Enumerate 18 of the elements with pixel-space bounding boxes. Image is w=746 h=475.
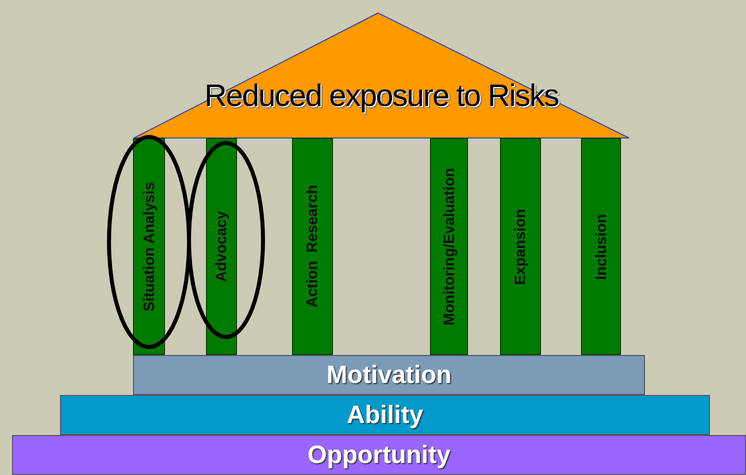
foundation-step [133, 355, 645, 395]
pillar [500, 138, 541, 355]
pillar [430, 138, 468, 355]
pillar-label: Advocacy [213, 211, 230, 282]
step-label: Ability [346, 400, 424, 430]
foundation-step [60, 395, 710, 435]
pillar [292, 138, 333, 355]
foundation-step [12, 435, 746, 475]
pillar [133, 138, 165, 355]
pillar [206, 138, 237, 355]
pillar-label: Expansion [512, 208, 529, 284]
pillar-label: Inclusion [592, 214, 610, 280]
pillar [581, 138, 621, 355]
step-label: Motivation [326, 360, 452, 390]
pillar-label: Monitoring/Evaluation [440, 168, 458, 326]
pillar-label: Action Research [304, 185, 321, 308]
pillar-label: Situation Analysis [140, 182, 158, 312]
step-label: Opportunity [307, 440, 451, 470]
